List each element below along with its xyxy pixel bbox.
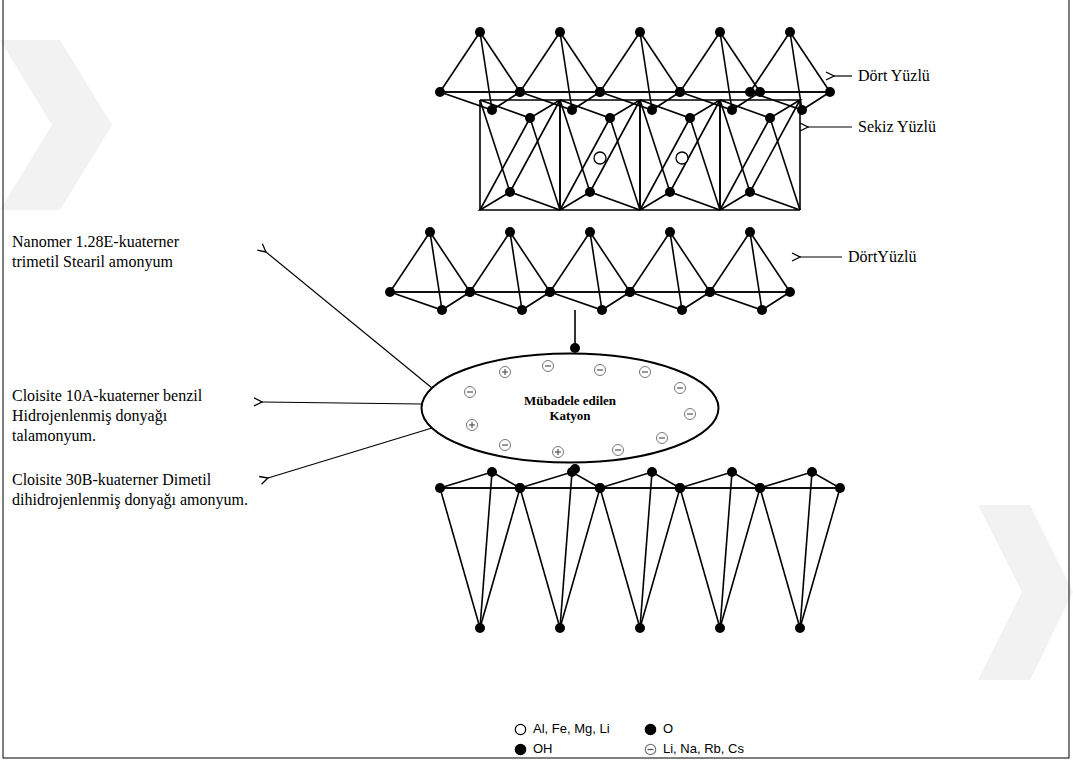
exchange-cation-ellipse: Mübadele edilen Katyon	[420, 352, 720, 464]
legend-text: Li, Na, Rb, Cs	[663, 741, 744, 757]
modifier-label: Cloisite 10A-kuaterner benzil Hidrojenle…	[12, 386, 227, 446]
modifier-label: Nanomer 1.28E-kuaterner trimetil Stearil…	[12, 232, 212, 272]
legend-text: OH	[533, 741, 553, 757]
legend-swatch	[514, 743, 527, 756]
legend-text: O	[663, 721, 673, 737]
node-body: Mübadele edilen Katyon	[420, 352, 720, 464]
legend-item: O	[644, 721, 673, 737]
layer-label: DörtYüzlü	[848, 247, 916, 267]
legend-item: Li, Na, Rb, Cs	[644, 741, 744, 757]
legend-text: Al, Fe, Mg, Li	[533, 721, 610, 737]
node-text: Mübadele edilen Katyon	[510, 393, 630, 423]
legend-swatch	[514, 723, 527, 736]
layer-label: Dört Yüzlü	[858, 66, 930, 86]
layer-label: Sekiz Yüzlü	[858, 117, 936, 137]
legend-swatch	[644, 743, 657, 756]
legend-swatch	[644, 723, 657, 736]
modifier-label: Cloisite 30B-kuaterner Dimetil dihidroje…	[12, 470, 262, 510]
legend-item: Al, Fe, Mg, Li	[514, 721, 610, 737]
legend-item: OH	[514, 741, 553, 757]
